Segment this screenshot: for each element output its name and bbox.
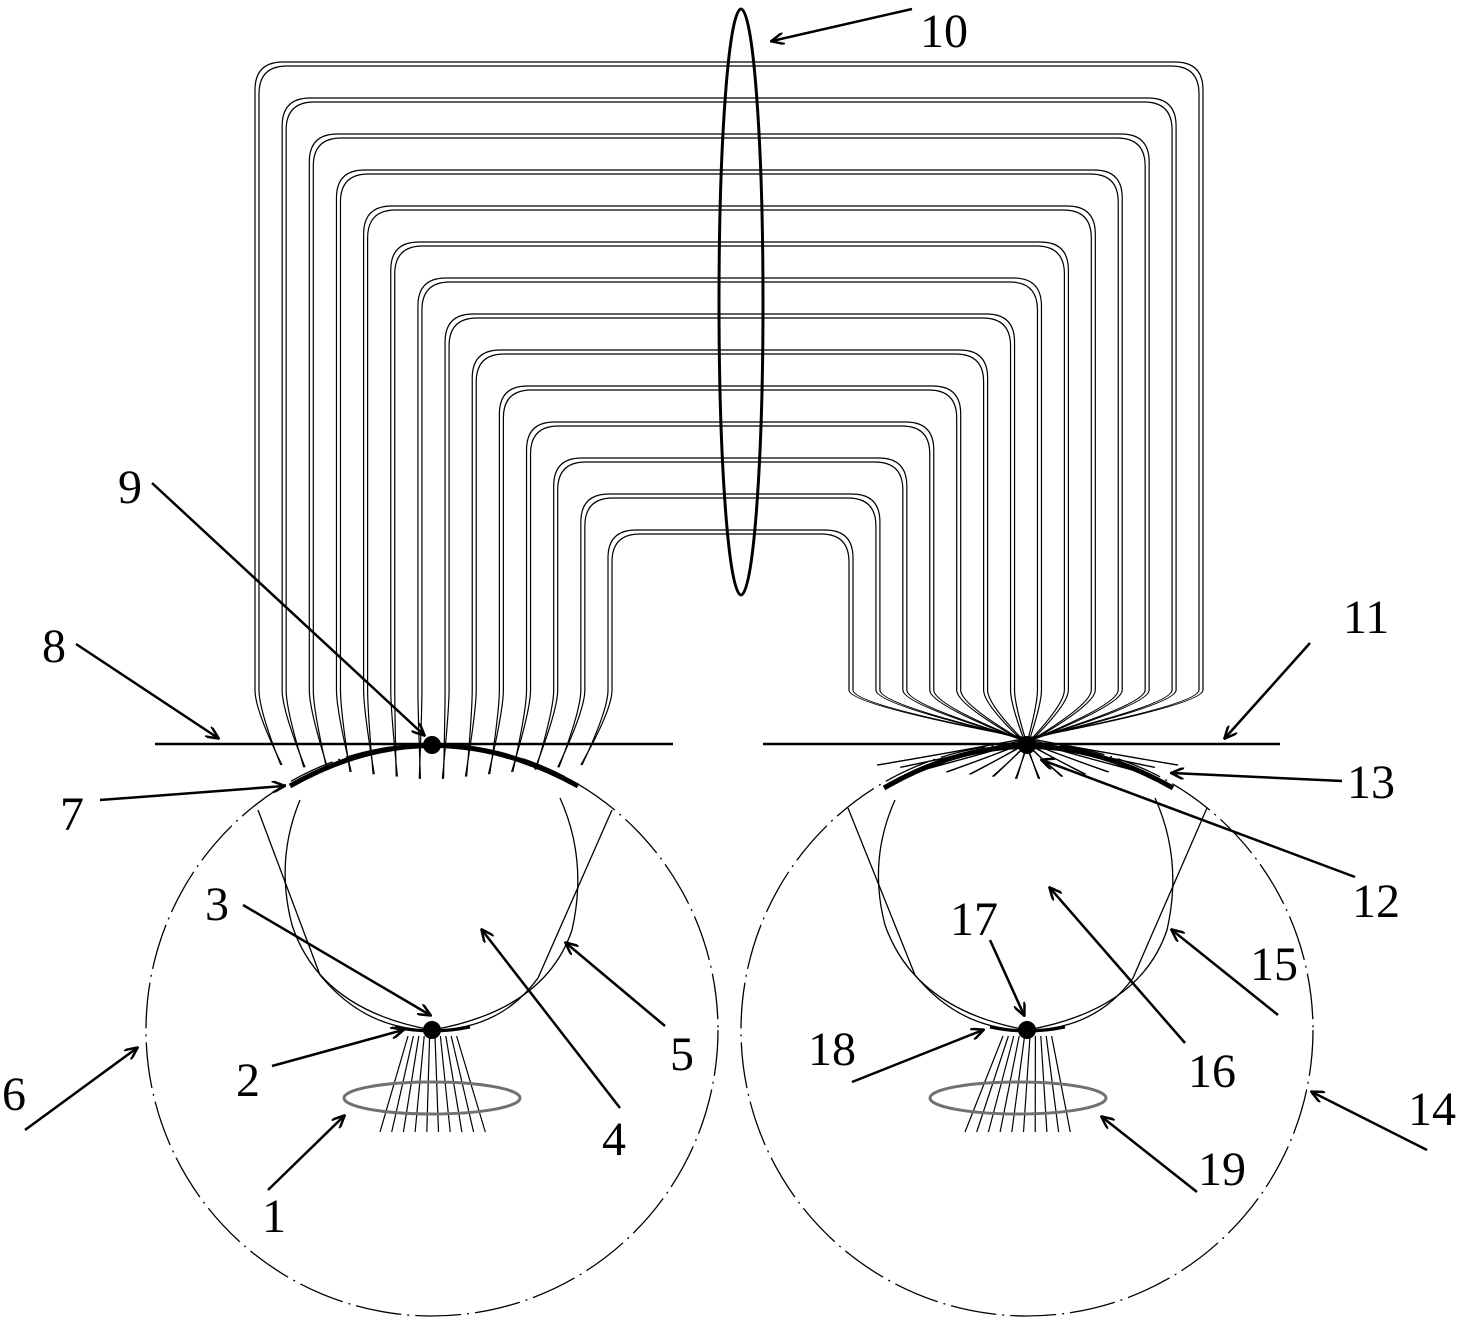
field-loop bbox=[286, 102, 1172, 767]
label-15: 15 bbox=[1250, 938, 1298, 991]
fan-line bbox=[435, 1036, 439, 1132]
leader-2 bbox=[272, 1030, 403, 1066]
field-loop bbox=[255, 62, 1203, 765]
right-inner-boundary-a bbox=[848, 808, 1207, 1030]
reference-numerals: 10 9 8 11 7 13 12 3 17 15 5 18 2 16 6 14… bbox=[2, 5, 1456, 1243]
field-loop bbox=[467, 350, 1062, 777]
field-loop bbox=[336, 170, 1122, 772]
leader-5 bbox=[566, 943, 665, 1026]
field-loop bbox=[259, 66, 1199, 765]
leader-arrows bbox=[25, 9, 1427, 1192]
label-10: 10 bbox=[920, 5, 968, 58]
leader-13 bbox=[1172, 773, 1342, 781]
leader-1 bbox=[268, 1116, 344, 1190]
label-19: 19 bbox=[1198, 1143, 1246, 1196]
label-2: 2 bbox=[236, 1054, 260, 1107]
field-loop bbox=[488, 390, 1085, 774]
field-loop bbox=[391, 242, 1069, 777]
label-13: 13 bbox=[1347, 756, 1395, 809]
left-bottom-node bbox=[423, 1021, 441, 1039]
fan-line bbox=[1012, 1036, 1025, 1132]
label-14: 14 bbox=[1408, 1083, 1456, 1136]
left-coil-ellipse bbox=[344, 1082, 520, 1114]
field-loop bbox=[442, 318, 1039, 779]
field-line-loops bbox=[255, 62, 1203, 779]
label-16: 16 bbox=[1188, 1045, 1236, 1098]
label-5: 5 bbox=[670, 1028, 694, 1081]
field-loop bbox=[535, 462, 1132, 770]
leader-8 bbox=[76, 644, 218, 738]
leader-12 bbox=[1042, 760, 1355, 877]
label-4: 4 bbox=[602, 1113, 626, 1166]
label-3: 3 bbox=[205, 878, 229, 931]
field-loop bbox=[364, 206, 1096, 774]
label-11: 11 bbox=[1343, 591, 1389, 644]
field-loop bbox=[558, 498, 1155, 767]
field-loop bbox=[444, 314, 1039, 779]
field-loop bbox=[309, 134, 1149, 770]
label-8: 8 bbox=[42, 620, 66, 673]
label-1: 1 bbox=[262, 1190, 286, 1243]
right-bottom-node bbox=[1018, 1021, 1036, 1039]
field-loop bbox=[313, 138, 1145, 770]
central-ellipse bbox=[719, 9, 763, 595]
label-18: 18 bbox=[808, 1023, 856, 1076]
leader-18 bbox=[852, 1030, 983, 1082]
field-loop bbox=[340, 174, 1118, 772]
label-17: 17 bbox=[950, 893, 998, 946]
leader-6 bbox=[25, 1048, 137, 1130]
right-inner-boundary-b bbox=[878, 798, 1172, 1030]
label-7: 7 bbox=[60, 788, 84, 841]
leader-3 bbox=[243, 905, 430, 1015]
field-loop bbox=[465, 354, 1062, 777]
fan-line bbox=[1024, 1036, 1031, 1132]
label-12: 12 bbox=[1352, 875, 1400, 928]
leader-19 bbox=[1102, 1117, 1197, 1192]
leader-9 bbox=[152, 483, 424, 735]
left-inner-boundary-a bbox=[258, 810, 612, 1030]
leader-7 bbox=[100, 786, 284, 800]
label-6: 6 bbox=[2, 1068, 26, 1121]
leader-17 bbox=[990, 940, 1024, 1015]
field-loop bbox=[418, 278, 1042, 779]
fan-line bbox=[427, 1036, 430, 1132]
leader-4 bbox=[482, 930, 620, 1108]
label-9: 9 bbox=[118, 461, 142, 514]
leader-11 bbox=[1225, 643, 1310, 738]
leader-10 bbox=[772, 9, 912, 41]
field-loop bbox=[513, 422, 1108, 772]
left-globe bbox=[146, 736, 718, 1316]
